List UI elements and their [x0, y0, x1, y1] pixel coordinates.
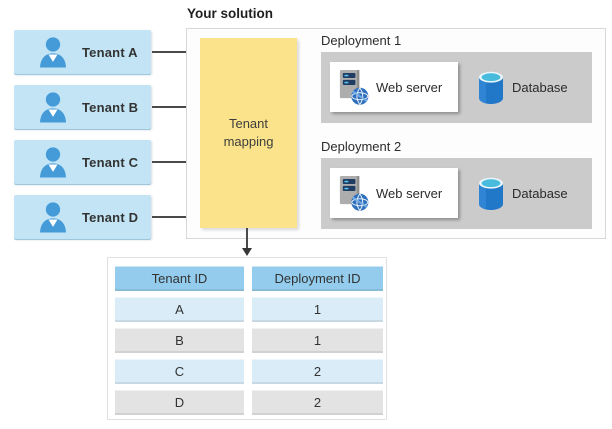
web-server-label: Web server	[376, 79, 443, 95]
tenant-label: Tenant A	[82, 44, 138, 60]
tenant-box-a: Tenant A	[14, 30, 151, 74]
tenant-mapping-label: Tenant mapping	[223, 116, 274, 149]
table-cell-deployment: 1	[252, 297, 383, 322]
solution-title: Your solution	[187, 6, 273, 21]
table-cell-tenant: A	[115, 297, 244, 322]
database-label: Database	[512, 80, 568, 95]
column-header-deployment-id: Deployment ID	[252, 266, 383, 291]
table-cell-deployment: 2	[252, 359, 383, 384]
deployment-1-group: Deployment 1 Web server	[321, 33, 592, 123]
database-icon	[479, 71, 503, 104]
database-group: Database	[478, 52, 568, 123]
arrow-tenant-d-to-mapping	[152, 216, 192, 218]
web-server-card: Web server	[330, 62, 458, 112]
person-icon	[40, 202, 66, 233]
web-server-icon	[339, 69, 369, 105]
tenant-label: Tenant B	[82, 99, 139, 115]
table-cell-deployment: 2	[252, 390, 383, 415]
tenant-label: Tenant D	[82, 209, 139, 225]
deployment-id-column: Deployment ID 1 1 2 2	[252, 266, 383, 415]
person-icon	[40, 37, 66, 68]
person-icon	[40, 147, 66, 178]
database-group: Database	[478, 158, 568, 229]
table-cell-deployment: 1	[252, 328, 383, 353]
web-server-icon	[339, 175, 369, 211]
deployment-1-box: Web server Database	[321, 52, 592, 123]
tenant-box-b: Tenant B	[14, 85, 151, 129]
arrow-tenant-b-to-mapping	[152, 106, 192, 108]
arrow-tenant-a-to-mapping	[152, 51, 192, 53]
deployment-1-label: Deployment 1	[321, 33, 402, 48]
web-server-card: Web server	[330, 168, 458, 218]
table-cell-tenant: C	[115, 359, 244, 384]
table-cell-tenant: D	[115, 390, 244, 415]
database-label: Database	[512, 186, 568, 201]
deployment-2-box: Web server Database	[321, 158, 592, 229]
tenant-mapping-box: Tenant mapping	[200, 38, 297, 228]
arrow-mapping-to-table	[246, 228, 248, 248]
column-header-tenant-id: Tenant ID	[115, 266, 244, 291]
arrow-tenant-c-to-mapping	[152, 161, 192, 163]
database-icon	[479, 177, 503, 210]
tenant-mapping-table: Tenant ID A B C D Deployment ID 1 1 2 2	[107, 257, 387, 420]
tenant-id-column: Tenant ID A B C D	[115, 266, 244, 415]
deployment-2-group: Deployment 2 Web server	[321, 139, 592, 229]
tenant-label: Tenant C	[82, 154, 139, 170]
deployment-2-label: Deployment 2	[321, 139, 402, 154]
web-server-label: Web server	[376, 185, 443, 201]
tenant-box-c: Tenant C	[14, 140, 151, 184]
person-icon	[40, 92, 66, 123]
tenant-box-d: Tenant D	[14, 195, 151, 239]
table-cell-tenant: B	[115, 328, 244, 353]
